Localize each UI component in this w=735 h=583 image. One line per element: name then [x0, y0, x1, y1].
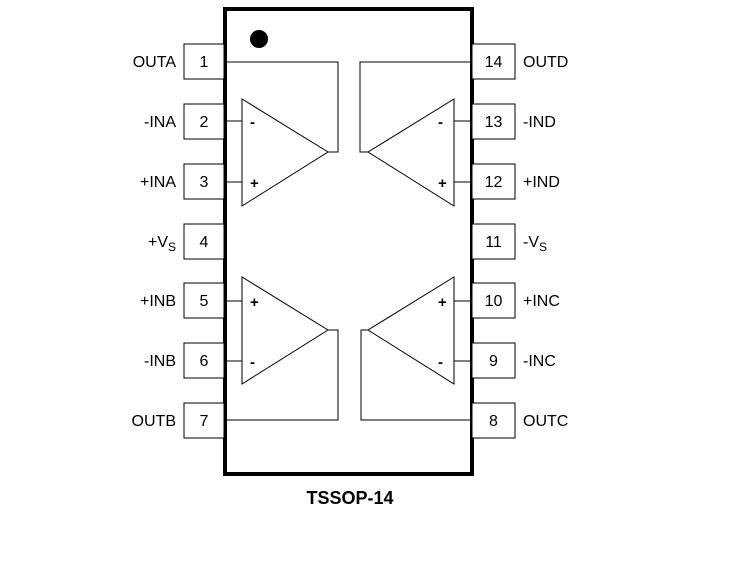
pin-6: 6 -INB — [144, 342, 225, 379]
amplifier-c-bottom-sign: - — [438, 354, 443, 371]
amplifier-a-triangle — [241, 98, 329, 207]
pin-label: OUTB — [132, 413, 176, 430]
pin1-marker-dot — [250, 30, 268, 48]
right-pins: 14 OUTD 13 -IND 12 +IND 11 -VS 10 +INC 9 -INC 8 OUTC — [471, 43, 568, 439]
pin-11: 11 -VS — [471, 223, 547, 260]
pin-number: 13 — [485, 114, 503, 131]
pin-label: -IND — [523, 114, 556, 131]
pin-label-text: -INB — [144, 353, 176, 370]
amplifier-a: - + — [227, 61, 339, 207]
pin-label-text: -INC — [523, 353, 556, 370]
pin-number: 10 — [485, 293, 503, 310]
pin-box — [471, 163, 516, 200]
pin-box — [183, 342, 225, 379]
pin-label-text: -INA — [144, 114, 176, 131]
pin-label: OUTC — [523, 413, 568, 430]
pin-box — [183, 163, 225, 200]
amplifier-d-top-sign: - — [438, 114, 443, 131]
pin-number: 8 — [489, 413, 498, 430]
amplifier-d: - + — [359, 61, 470, 207]
pin-12: 12 +IND — [471, 163, 560, 200]
left-pins: 1 OUTA 2 -INA 3 +INA 4 +VS 5 +INB 6 -INB 7 OUTB — [132, 43, 225, 439]
pin-number: 4 — [200, 234, 209, 251]
amplifier-a-feedback-wire — [227, 61, 339, 153]
pin-10: 10 +INC — [471, 282, 560, 319]
pin-label-text: +INA — [140, 174, 176, 191]
amplifier-b-top-sign: + — [250, 294, 259, 311]
ic-body — [223, 7, 474, 476]
pin-number: 3 — [200, 174, 209, 191]
pin-9: 9 -INC — [471, 342, 556, 379]
pin-number: 14 — [485, 54, 503, 71]
pin-label: OUTA — [133, 54, 177, 71]
pin-box — [471, 342, 516, 379]
pin-box — [183, 282, 225, 319]
pin-box — [471, 223, 516, 260]
pin-box — [471, 43, 516, 80]
pin-label-text: OUTD — [523, 54, 568, 71]
amplifier-a-top-sign: - — [250, 114, 255, 131]
pin-number: 9 — [489, 353, 498, 370]
pin-label: +INA — [140, 174, 176, 191]
amplifier-d-bottom-sign: + — [438, 175, 447, 192]
amplifier-b-bottom-sign: - — [250, 354, 255, 371]
pin-number: 12 — [485, 174, 503, 191]
pin-box — [183, 402, 225, 439]
pin-4: 4 +VS — [148, 223, 225, 260]
pin-1: 1 OUTA — [133, 43, 225, 80]
pin-label-subscript: S — [168, 240, 176, 254]
amplifier-d-feedback-wire — [359, 61, 470, 153]
pin-label: -INC — [523, 353, 556, 370]
pin-number: 6 — [200, 353, 209, 370]
amplifier-d-triangle — [367, 98, 455, 207]
amplifier-c-triangle — [367, 276, 455, 385]
pin-box — [183, 103, 225, 140]
pin-label: +INC — [523, 293, 560, 310]
pin-number: 7 — [200, 413, 209, 430]
pin-label-text: OUTC — [523, 413, 568, 430]
pin-5: 5 +INB — [140, 282, 225, 319]
pin-2: 2 -INA — [144, 103, 225, 140]
pin-label-text: +INB — [140, 293, 176, 310]
pin-label-text: -IND — [523, 114, 556, 131]
pin-label: OUTD — [523, 54, 568, 71]
pin-label-text: +IND — [523, 174, 560, 191]
pin-box — [471, 103, 516, 140]
pin-label-text: OUTA — [133, 54, 177, 71]
pin-label: +INB — [140, 293, 176, 310]
pin-label: -INA — [144, 114, 176, 131]
amplifier-b-triangle — [241, 276, 329, 385]
pin-box — [471, 402, 516, 439]
amplifier-c-feedback-wire — [360, 329, 470, 421]
amplifier-b-feedback-wire — [227, 329, 339, 421]
pin-14: 14 OUTD — [471, 43, 568, 80]
pin-label: +VS — [148, 234, 176, 254]
pin-13: 13 -IND — [471, 103, 556, 140]
amplifier-c-top-sign: + — [438, 294, 447, 311]
amplifier-c: + - — [360, 276, 470, 421]
pin-7: 7 OUTB — [132, 402, 225, 439]
pin-label: -VS — [523, 234, 547, 254]
pin-8: 8 OUTC — [471, 402, 568, 439]
pin-box — [471, 282, 516, 319]
pin-label-text: -V — [523, 234, 539, 251]
pin-label-subscript: S — [539, 240, 547, 254]
pin-label: -INB — [144, 353, 176, 370]
amplifier-a-bottom-sign: + — [250, 175, 259, 192]
pin-label-text: +INC — [523, 293, 560, 310]
package-label: TSSOP-14 — [306, 488, 393, 508]
pin-number: 11 — [485, 234, 502, 251]
pin-3: 3 +INA — [140, 163, 225, 200]
pin-box — [183, 223, 225, 260]
pin-number: 2 — [200, 114, 209, 131]
pin-label-text: +V — [148, 234, 168, 251]
pin-label: +IND — [523, 174, 560, 191]
pin-label-text: OUTB — [132, 413, 176, 430]
pin-number: 1 — [200, 54, 209, 71]
pin-box — [183, 43, 225, 80]
amplifier-b: + - — [227, 276, 339, 421]
pin-number: 5 — [200, 293, 209, 310]
